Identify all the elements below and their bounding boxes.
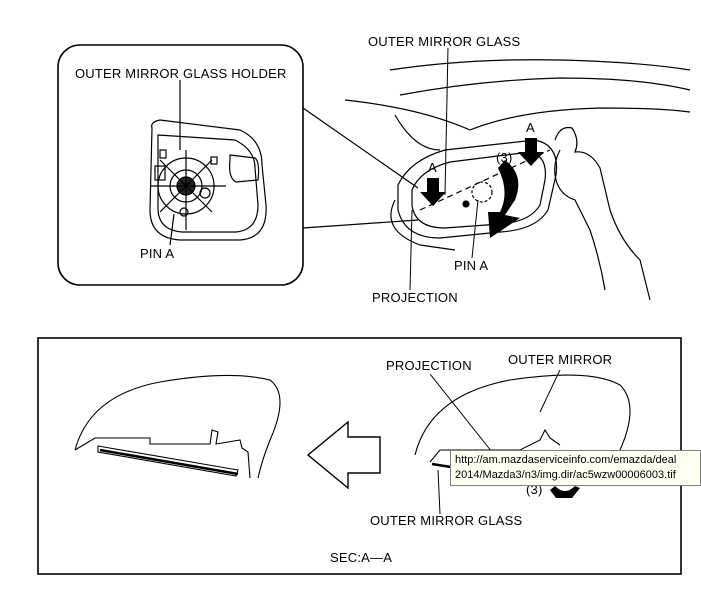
section-glass-label: OUTER MIRROR GLASS: [370, 513, 523, 528]
glass-leader: [444, 47, 449, 196]
arrow-a-left-label: A: [428, 160, 437, 175]
press-arrow-right-icon: [518, 138, 544, 166]
section-projection-leader: [429, 373, 493, 453]
tooltip-line-2: 2014/Mazda3/n3/img.dir/ac5wzw00006003.ti…: [455, 469, 676, 481]
main-pin-label: PIN A: [454, 258, 489, 273]
projection-label: PROJECTION: [372, 290, 458, 305]
section-rotation-arrow-icon: [550, 486, 580, 498]
section-outer-mirror-label: OUTER MIRROR: [508, 352, 613, 367]
rotation-arrow-icon: [488, 160, 520, 238]
section-title: SEC:A—A: [330, 550, 393, 565]
detail-leader-top: [302, 107, 419, 189]
section-glass-leader: [437, 469, 441, 515]
url-tooltip: http://am.mazdaserviceinfo.com/emazda/de…: [450, 450, 701, 486]
projection-leader: [409, 209, 413, 291]
car-mirror-drawing: [344, 59, 691, 301]
glass-holder-drawing: [149, 80, 267, 246]
direction-arrow-icon: [306, 420, 381, 490]
step-label: (3): [496, 150, 513, 165]
detail-pin-label: PIN A: [140, 246, 175, 261]
main-glass-label: OUTER MIRROR GLASS: [368, 34, 521, 49]
detail-title-label: OUTER MIRROR GLASS HOLDER: [75, 66, 287, 81]
arrow-a-right-label: A: [526, 120, 535, 135]
detail-box: [57, 44, 304, 286]
pin-leader: [471, 199, 479, 259]
detail-leader-bottom: [302, 219, 419, 229]
section-mirror-leader: [539, 369, 561, 413]
section-projection-label: PROJECTION: [386, 358, 472, 373]
mirror-section-left: [74, 374, 281, 479]
press-arrow-left-icon: [420, 178, 446, 206]
tooltip-line-1: http://am.mazdaserviceinfo.com/emazda/de…: [455, 454, 677, 466]
